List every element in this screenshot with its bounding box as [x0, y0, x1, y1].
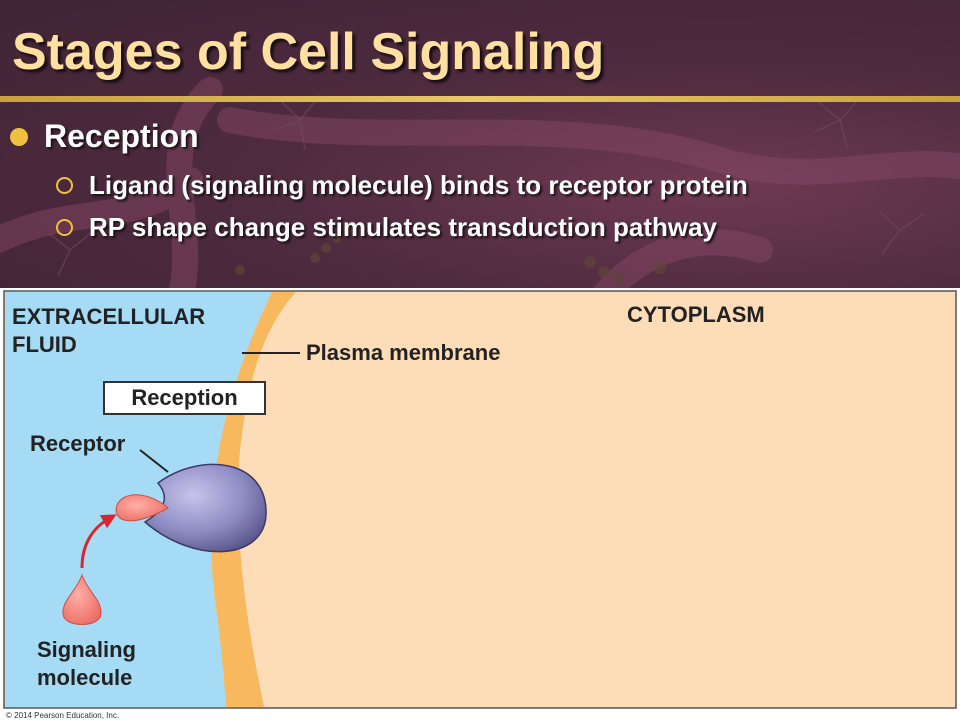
cytoplasm-label: CYTOPLASM: [627, 302, 765, 327]
bullet-text: Reception: [44, 118, 199, 154]
sub-bullet-text: Ligand (signaling molecule) binds to rec…: [89, 170, 748, 200]
label-line: FLUID: [12, 332, 77, 357]
reception-diagram: [3, 290, 957, 709]
bullet-reception: Reception: [10, 118, 199, 155]
reception-stage-box: Reception: [103, 381, 266, 415]
receptor-leader-line: [139, 449, 169, 473]
title-divider: [0, 96, 960, 102]
signaling-molecule-label: Signaling molecule: [37, 636, 136, 692]
extracellular-fluid-label: EXTRACELLULAR FLUID: [12, 303, 205, 359]
copyright-notice: © 2014 Pearson Education, Inc.: [6, 711, 120, 720]
bound-ligand: [115, 494, 169, 522]
sub-bullet-shape-change: RP shape change stimulates transduction …: [56, 212, 717, 243]
sub-bullet-text: RP shape change stimulates transduction …: [89, 212, 718, 242]
label-line: molecule: [37, 665, 133, 690]
label-line: EXTRACELLULAR: [12, 304, 206, 329]
label-line: Signaling: [37, 637, 136, 662]
slide-header: Stages of Cell Signaling Reception Ligan…: [0, 0, 960, 288]
sub-bullet-ligand: Ligand (signaling molecule) binds to rec…: [56, 170, 748, 201]
binding-arrow: [80, 514, 117, 569]
slide-title: Stages of Cell Signaling: [12, 23, 605, 81]
sub-bullet-ring-icon: [56, 177, 73, 194]
signaling-molecule-drop: [62, 573, 102, 625]
sub-bullet-ring-icon: [56, 219, 73, 236]
header-background-art: [0, 77, 960, 288]
plasma-membrane-label: Plasma membrane: [306, 340, 501, 365]
receptor-label: Receptor: [30, 431, 126, 456]
bullet-dot-icon: [10, 127, 28, 146]
